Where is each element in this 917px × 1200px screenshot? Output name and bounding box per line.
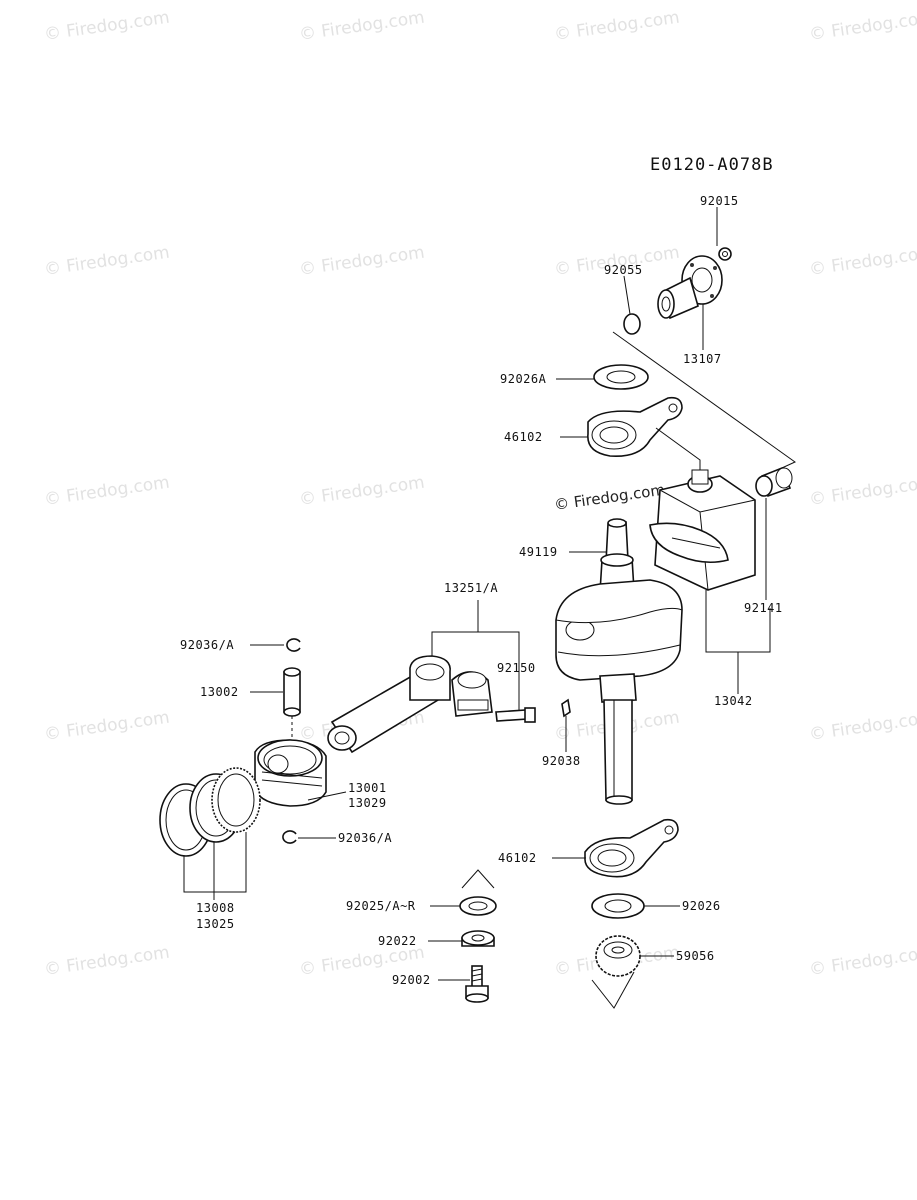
label-46102-top: 46102	[504, 430, 543, 444]
part-92002-bolt[interactable]	[465, 965, 489, 1003]
watermark: © Firedog.com	[43, 943, 171, 980]
label-92015: 92015	[700, 194, 739, 208]
label-13008: 13008	[196, 901, 235, 915]
part-46102-balancer-bottom[interactable]	[584, 818, 679, 878]
leader-line	[307, 791, 347, 801]
center-watermark: © Firedog.com	[553, 481, 666, 514]
watermark: © Firedog.com	[808, 708, 917, 745]
part-92025-shim[interactable]	[459, 896, 497, 916]
bracket-line	[478, 631, 520, 714]
part-59056-gear[interactable]	[595, 935, 641, 977]
part-49119-crankshaft[interactable]	[555, 518, 683, 805]
part-13251A-connecting-rod[interactable]	[327, 655, 493, 754]
label-13002: 13002	[200, 685, 239, 699]
label-13251A: 13251/A	[444, 581, 498, 595]
label-92002: 92002	[392, 973, 431, 987]
label-13107: 13107	[683, 352, 722, 366]
label-92026: 92026	[682, 899, 721, 913]
label-13042: 13042	[714, 694, 753, 708]
label-92025: 92025/A~R	[346, 899, 416, 913]
label-13029: 13029	[348, 796, 387, 810]
label-92141: 92141	[744, 601, 783, 615]
part-92055-o-ring[interactable]	[623, 313, 641, 335]
part-46102-balancer-top[interactable]	[587, 396, 683, 457]
watermark: © Firedog.com	[808, 8, 917, 45]
label-46102-bottom: 46102	[498, 851, 537, 865]
label-13025: 13025	[196, 917, 235, 931]
bracket-line	[591, 971, 635, 1009]
part-92036A-circlip-top[interactable]	[286, 638, 301, 652]
label-92038: 92038	[542, 754, 581, 768]
part-13042-balancer-block[interactable]	[649, 469, 756, 591]
watermark: © Firedog.com	[43, 8, 171, 45]
watermark: © Firedog.com	[808, 943, 917, 980]
part-92141-bushing[interactable]	[755, 466, 793, 498]
watermark: © Firedog.com	[298, 243, 426, 280]
part-13002-piston-pin[interactable]	[283, 667, 301, 717]
label-92036A-bottom: 92036/A	[338, 831, 392, 845]
part-92022-spacer[interactable]	[461, 930, 495, 947]
part-92026A-washer[interactable]	[593, 364, 649, 390]
leader-line	[623, 275, 631, 315]
label-92026A: 92026A	[500, 372, 547, 386]
part-92038-key[interactable]	[561, 698, 571, 718]
label-49119: 49119	[519, 545, 558, 559]
watermark: © Firedog.com	[808, 243, 917, 280]
part-92015-nut[interactable]	[718, 247, 732, 261]
watermark: © Firedog.com	[553, 8, 681, 45]
label-92022: 92022	[378, 934, 417, 948]
part-13008-piston-rings[interactable]	[159, 767, 261, 857]
watermark: © Firedog.com	[43, 473, 171, 510]
bracket-line	[431, 600, 479, 664]
part-13001-piston[interactable]	[254, 739, 327, 807]
label-59056: 59056	[676, 949, 715, 963]
bracket-line	[461, 869, 495, 889]
part-92026-washer[interactable]	[591, 893, 645, 919]
part-13107-flange-shaft[interactable]	[657, 255, 723, 320]
bracket-line	[183, 832, 247, 893]
part-92150-bolt[interactable]	[495, 707, 536, 723]
watermark: © Firedog.com	[298, 8, 426, 45]
label-92150: 92150	[497, 661, 536, 675]
label-92055: 92055	[604, 263, 643, 277]
diagram-code: E0120-A078B	[650, 155, 774, 175]
bracket-line	[705, 590, 771, 653]
part-92036A-circlip-bottom[interactable]	[282, 830, 297, 844]
watermark: © Firedog.com	[43, 708, 171, 745]
watermark: © Firedog.com	[43, 243, 171, 280]
watermark: © Firedog.com	[298, 473, 426, 510]
label-13001: 13001	[348, 781, 387, 795]
label-92036A-top: 92036/A	[180, 638, 234, 652]
watermark: © Firedog.com	[808, 473, 917, 510]
